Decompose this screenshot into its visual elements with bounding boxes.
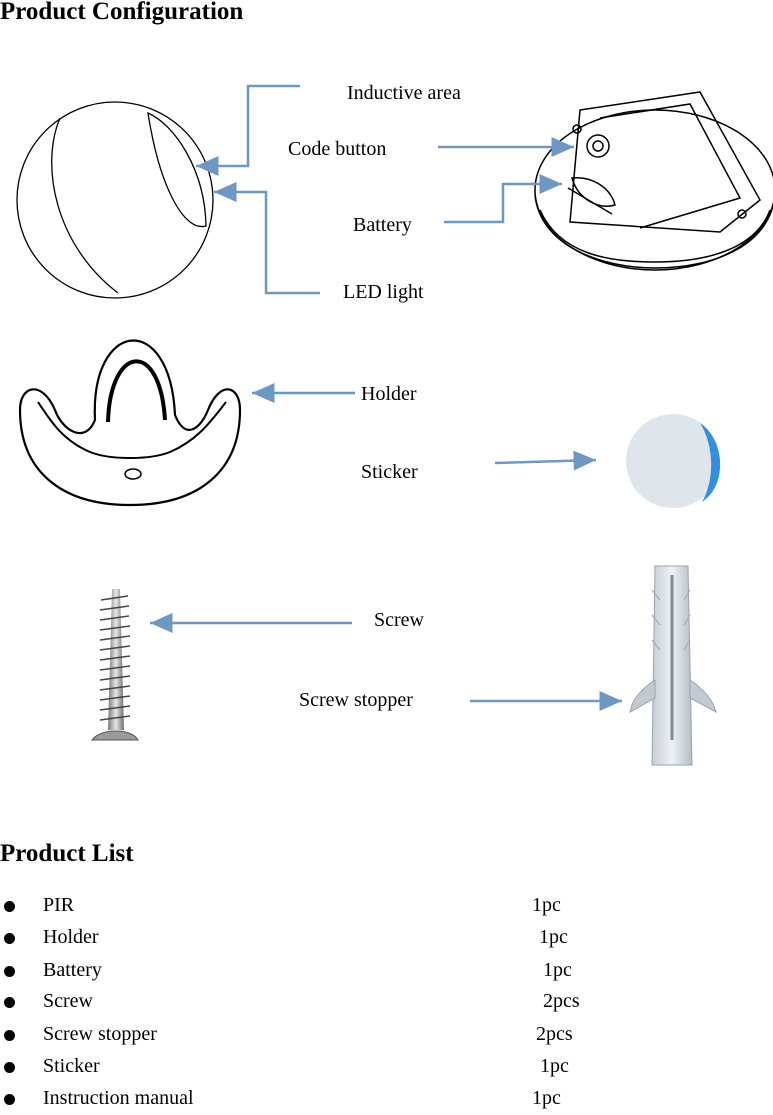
holder-drawing xyxy=(18,339,242,507)
item-name: Screw stopper xyxy=(43,1023,157,1045)
screw-drawing xyxy=(91,589,139,741)
arrow-led-light xyxy=(214,182,320,295)
item-qty: 1pc xyxy=(532,1087,561,1109)
list-item: Instruction manual 1pc xyxy=(0,1087,773,1115)
screw-stopper-drawing xyxy=(629,565,717,766)
item-name: Sticker xyxy=(43,1055,100,1077)
item-qty: 1pc xyxy=(540,1055,569,1077)
item-qty: 1pc xyxy=(543,959,572,981)
section-heading-product-list: Product List xyxy=(0,840,134,867)
bullet-icon xyxy=(4,1030,15,1041)
label-led-light: LED light xyxy=(343,281,424,303)
pir-sphere-drawing xyxy=(16,101,214,299)
item-qty: 1pc xyxy=(532,894,561,916)
section-heading-configuration: Product Configuration xyxy=(0,0,244,25)
label-holder: Holder xyxy=(361,383,417,405)
list-item: Holder 1pc xyxy=(0,926,773,954)
bullet-icon xyxy=(4,1062,15,1073)
bullet-icon xyxy=(4,901,15,912)
item-name: Screw xyxy=(43,990,93,1012)
item-name: Instruction manual xyxy=(43,1087,194,1109)
label-code-button: Code button xyxy=(288,138,387,160)
label-screw: Screw xyxy=(374,609,424,631)
arrow-battery xyxy=(444,174,562,224)
label-battery: Battery xyxy=(353,214,412,236)
pir-back-drawing xyxy=(534,91,773,271)
bullet-icon xyxy=(4,997,15,1008)
item-qty: 2pcs xyxy=(543,990,580,1012)
item-qty: 1pc xyxy=(539,926,568,948)
list-item: Screw 2pcs xyxy=(0,990,773,1018)
bullet-icon xyxy=(4,1094,15,1105)
label-screw-stopper: Screw stopper xyxy=(299,689,413,711)
list-item: Screw stopper 2pcs xyxy=(0,1023,773,1051)
configuration-illustration xyxy=(16,84,773,766)
item-qty: 2pcs xyxy=(536,1023,573,1045)
bullet-icon xyxy=(4,933,15,944)
item-name: Holder xyxy=(43,926,99,948)
arrow-sticker xyxy=(494,450,597,471)
item-name: PIR xyxy=(43,894,75,916)
label-sticker: Sticker xyxy=(361,461,418,483)
item-name: Battery xyxy=(43,959,102,981)
list-item: PIR 1pc xyxy=(0,894,773,922)
arrow-inductive-area xyxy=(196,84,300,176)
list-item: Sticker 1pc xyxy=(0,1055,773,1083)
bullet-icon xyxy=(4,966,15,977)
label-inductive-area: Inductive area xyxy=(347,82,461,104)
sticker-drawing xyxy=(626,414,721,508)
list-item: Battery 1pc xyxy=(0,959,773,987)
